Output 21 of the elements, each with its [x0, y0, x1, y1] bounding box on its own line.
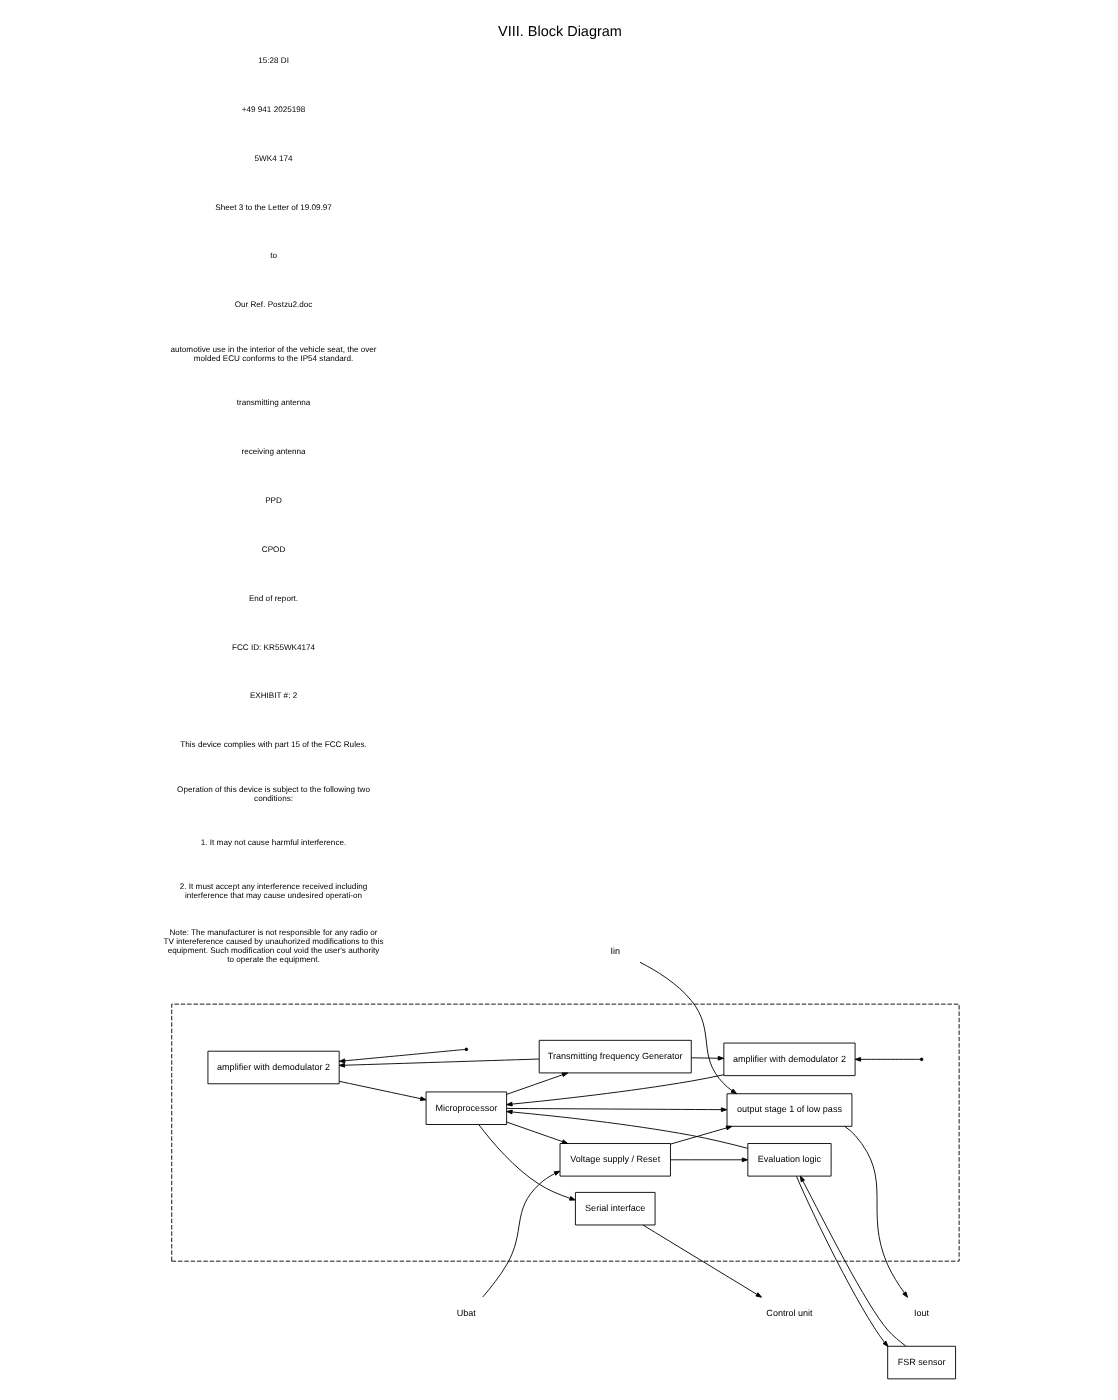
arrow	[798, 1175, 906, 1347]
arrow	[843, 1125, 907, 1298]
arrow	[795, 1175, 888, 1348]
arrow	[477, 1124, 575, 1201]
arrow	[505, 1107, 727, 1112]
diagram-title: VIII. Block Diagram	[497, 22, 621, 41]
arrow	[853, 1057, 920, 1062]
arrow	[669, 1125, 732, 1145]
arrow	[337, 1058, 539, 1068]
arrow	[505, 1072, 568, 1095]
arrow	[505, 1074, 724, 1107]
cluster	[170, 1003, 959, 1262]
arrow	[505, 1121, 568, 1144]
arrow	[689, 1055, 724, 1061]
arrow	[669, 1157, 748, 1163]
arrow	[638, 961, 737, 1095]
arrow	[337, 1080, 426, 1101]
arrow	[337, 1048, 465, 1068]
arrow	[505, 1109, 748, 1149]
arrow	[641, 1224, 761, 1298]
arrow	[481, 1170, 560, 1298]
